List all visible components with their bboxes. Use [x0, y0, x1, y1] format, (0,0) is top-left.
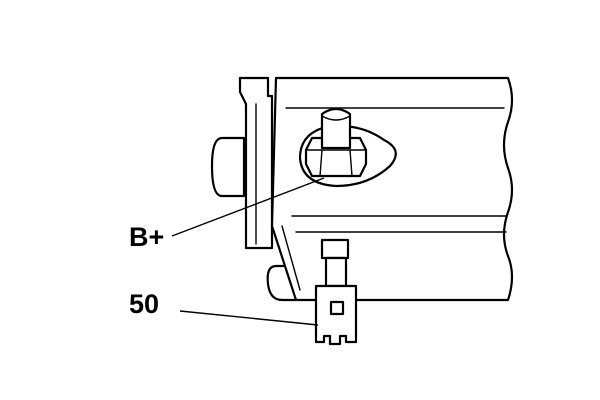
terminal-50-leader [179, 310, 319, 326]
terminal-50 [314, 238, 358, 346]
terminal-50-label: 50 [129, 289, 160, 319]
solenoid-housing [270, 76, 514, 302]
connector-window [329, 300, 345, 316]
b-plus-terminal [298, 107, 397, 188]
blade-tip [320, 238, 350, 260]
blade-neck [324, 256, 348, 288]
shaft [210, 136, 246, 198]
mounting-flange [238, 76, 274, 250]
b-plus-leader [171, 177, 325, 237]
terminal-stud [320, 107, 352, 150]
b-plus-label: B+ [129, 222, 165, 252]
